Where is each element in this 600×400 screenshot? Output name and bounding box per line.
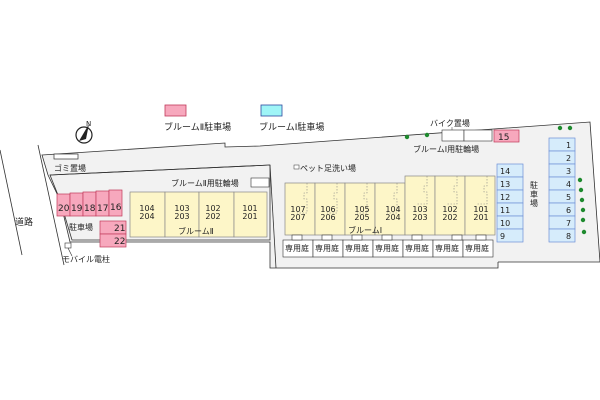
parking-left-label: 駐車場 xyxy=(69,222,93,232)
unit-103: 103 xyxy=(174,204,189,213)
unit-207: 207 xyxy=(290,213,305,222)
parking-space-15: 15 xyxy=(498,133,509,143)
unit-101: 101 xyxy=(242,204,257,213)
parking-space-8: 8 xyxy=(566,232,571,241)
bloom1-parking-left: 14 13 12 11 10 9 xyxy=(496,163,524,243)
svg-text:駐: 駐 xyxy=(530,180,538,190)
unit-202: 202 xyxy=(205,212,220,221)
parking-space-10: 10 xyxy=(500,219,510,228)
unit-206: 206 xyxy=(320,213,335,222)
legend-label-bloom2: ブルームⅡ駐車場 xyxy=(164,121,231,133)
svg-text:場: 場 xyxy=(530,198,538,208)
unit-106: 106 xyxy=(320,205,335,214)
unit-101: 101 xyxy=(473,205,488,214)
mobile-pole-label: モバイル電柱 xyxy=(62,254,110,264)
road-edge-right xyxy=(37,144,65,266)
bloom1-parking-right: 1 2 3 4 5 6 7 8 xyxy=(548,137,576,243)
road-label: 道路 xyxy=(15,216,33,228)
pet-wash-icon xyxy=(293,164,300,170)
parking-space-19: 19 xyxy=(71,204,83,214)
tree-icons xyxy=(404,125,587,235)
bloom2-parking-side: 21 22 xyxy=(99,220,127,248)
legend-swatch-bloom2 xyxy=(164,104,187,117)
pet-wash-label: ペット足洗い場 xyxy=(300,163,356,173)
unit-203: 203 xyxy=(412,213,427,222)
garden-label: 専用庭 xyxy=(405,243,429,253)
bloom1-bike-parking xyxy=(463,129,493,142)
parking-space-17: 17 xyxy=(97,204,108,214)
parking-space-21: 21 xyxy=(114,224,125,234)
garden-label: 専用庭 xyxy=(285,243,309,253)
unit-107: 107 xyxy=(290,205,305,214)
mobile-pole-icon xyxy=(64,242,72,249)
svg-text:N: N xyxy=(86,120,91,128)
legend: ブルームⅡ駐車場 ブルームⅠ駐車場 xyxy=(164,104,324,133)
parking-space-14: 14 xyxy=(500,167,510,176)
parking-space-6: 6 xyxy=(566,206,571,215)
parking-space-15-box xyxy=(493,129,520,143)
garbage-label: ゴミ置場 xyxy=(54,163,86,173)
unit-204: 204 xyxy=(139,212,154,221)
parking-space-11: 11 xyxy=(500,206,510,215)
bloom1-name: ブルームⅠ xyxy=(348,225,382,235)
parking-space-2: 2 xyxy=(566,154,571,163)
parking-right-label: 駐 車 場 xyxy=(530,180,538,208)
parking-space-16: 16 xyxy=(110,203,122,213)
bike-storage-label: バイク置場 xyxy=(430,118,470,128)
garden-label: 専用庭 xyxy=(435,243,459,253)
bloom1-building: 107 207 106 206 105 205 104 204 103 203 … xyxy=(284,175,496,236)
parking-space-20: 20 xyxy=(58,204,70,214)
parking-space-13: 13 xyxy=(500,180,510,189)
unit-104: 104 xyxy=(139,204,154,213)
unit-201: 201 xyxy=(473,213,488,222)
parking-space-5: 5 xyxy=(566,193,571,202)
bloom2-bike-parking xyxy=(250,177,270,188)
garden-label: 専用庭 xyxy=(345,243,369,253)
parking-space-9: 9 xyxy=(500,232,505,241)
svg-text:車: 車 xyxy=(530,189,538,199)
parking-space-7: 7 xyxy=(566,219,571,228)
parking-space-12: 12 xyxy=(500,193,510,202)
garden-label: 専用庭 xyxy=(315,243,339,253)
parking-space-4: 4 xyxy=(566,180,571,189)
unit-105: 105 xyxy=(354,205,369,214)
bloom2-name: ブルームⅡ xyxy=(178,226,214,236)
parking-space-18: 18 xyxy=(84,204,96,214)
bloom1-bike-label: ブルームⅠ用駐輪場 xyxy=(413,144,479,154)
garden-label: 専用庭 xyxy=(375,243,399,253)
bloom2-parking-top: 20 19 18 17 16 xyxy=(56,189,123,217)
unit-102: 102 xyxy=(205,204,220,213)
parking-space-22: 22 xyxy=(114,237,125,247)
unit-103: 103 xyxy=(412,205,427,214)
legend-label-bloom1: ブルームⅠ駐車場 xyxy=(259,121,324,133)
bloom2-building: 104 204 103 203 102 202 101 201 ブルームⅡ xyxy=(129,191,268,238)
legend-swatch-bloom1 xyxy=(260,104,283,117)
parking-space-3: 3 xyxy=(566,167,571,176)
unit-102: 102 xyxy=(442,205,457,214)
unit-204: 204 xyxy=(385,213,400,222)
unit-201: 201 xyxy=(242,212,257,221)
unit-205: 205 xyxy=(354,213,369,222)
parking-space-1: 1 xyxy=(566,141,571,150)
private-gardens: 専用庭 専用庭 専用庭 専用庭 専用庭 専用庭 専用庭 xyxy=(282,234,494,258)
garbage-station xyxy=(53,153,79,160)
unit-104: 104 xyxy=(385,205,400,214)
north-compass-icon: N xyxy=(75,120,93,144)
bloom2-bike-label: ブルームⅡ用駐輪場 xyxy=(171,178,239,188)
bike-storage xyxy=(441,129,465,142)
unit-203: 203 xyxy=(174,212,189,221)
unit-202: 202 xyxy=(442,213,457,222)
road-edge-left xyxy=(0,149,23,256)
garden-label: 専用庭 xyxy=(465,243,489,253)
